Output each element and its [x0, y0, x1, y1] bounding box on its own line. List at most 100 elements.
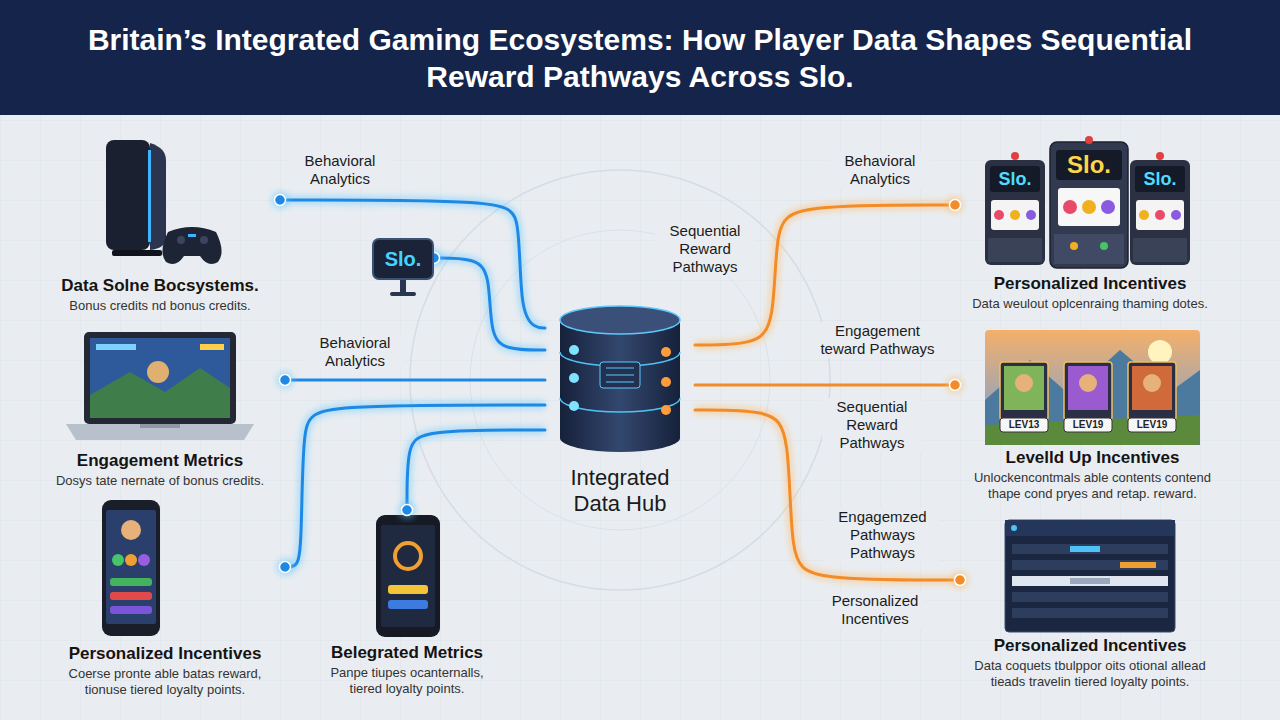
dashboard-icon [1005, 520, 1175, 632]
flow-label: Sequential Reward Pathways [822, 398, 922, 452]
connector-line [407, 430, 545, 510]
slot-machine-icon-part [1156, 152, 1164, 160]
wire-end-glow [271, 191, 289, 209]
dashboard-icon-part [1005, 520, 1175, 536]
laptop-icon-part [66, 424, 254, 440]
laptop-icon-part [147, 361, 169, 383]
dashboard-icon-part [1012, 608, 1168, 618]
slot-machine-icon-part [1082, 200, 1096, 214]
console-icon-part [188, 234, 196, 237]
node-title: Personalized Incentives [955, 273, 1225, 294]
laptop-icon-part [96, 344, 136, 350]
slot-machine-icon-part [1070, 242, 1078, 250]
chip-stand-part [400, 278, 406, 292]
slot-machine-icon-part [1133, 238, 1187, 262]
slot-machine-icon-part [1085, 136, 1093, 144]
wire-end-glow [276, 371, 294, 389]
connector-glow [285, 405, 545, 567]
connector [695, 376, 964, 394]
node-body: Panpe tiupes ocanternalls, tiered loyalt… [312, 665, 502, 697]
connector-line [285, 405, 545, 567]
wire-end-glow [398, 501, 416, 519]
game-screen-icon-part [1148, 340, 1172, 364]
connector-label: Behavioral Analytics [305, 334, 405, 370]
console-icon [106, 140, 222, 264]
slot-machine-icon-part [988, 238, 1042, 262]
node-body: Data coquets tbulppor oits otional allea… [960, 658, 1220, 690]
data-hub-cylinder-part [569, 401, 579, 411]
node-title: Engagement Metrics [35, 450, 285, 471]
phone-icon-part [388, 585, 428, 594]
phone-icon-part [125, 554, 137, 566]
laptop-icon-part [84, 332, 236, 424]
phone-icon [376, 515, 440, 637]
laptop-icon-part [140, 424, 180, 428]
console-icon-part [177, 236, 185, 244]
connector-label: Behavioral Analytics [830, 152, 930, 188]
game-screen-icon [985, 330, 1200, 445]
console-icon-part [106, 140, 150, 250]
game-screen-icon-part [1132, 366, 1172, 410]
phone-icon-part [381, 525, 435, 627]
node-title: Data Solne Bocsystems. [40, 275, 280, 296]
wire-end-dot [275, 195, 286, 206]
connector-glow [280, 200, 545, 328]
slo-chip: Slo. [372, 238, 434, 280]
slot-machine-icon [985, 136, 1190, 268]
wire-end-glow [276, 558, 294, 576]
phone-icon-part [395, 543, 421, 569]
phone-icon-part [106, 510, 156, 624]
game-screen-icon-part [1015, 374, 1033, 392]
phone-icon-part [121, 520, 141, 540]
game-screen-icon-part [1000, 418, 1048, 432]
phone-icon-part [138, 554, 150, 566]
slot-machine-icon-part [1026, 210, 1036, 220]
dashboard-icon-part [1070, 578, 1110, 584]
data-hub: Integrated Data Hub [545, 305, 695, 517]
dashboard-icon-part [1011, 525, 1017, 531]
game-screen-icon-part [985, 350, 1200, 445]
dashboard-icon-part [1070, 546, 1100, 552]
wire-end-dot [280, 375, 291, 386]
slot-machine-icon-part [1063, 200, 1077, 214]
game-screen-icon-part [1128, 418, 1176, 432]
slot-machine-icon-part [990, 166, 1040, 192]
chip-stand-part [390, 292, 416, 296]
console-icon-part [148, 150, 151, 242]
slot-machine-icon-part [1011, 152, 1019, 160]
device-node: Personalized IncentivesCoerse pronte abl… [45, 497, 285, 698]
phone-icon-part [110, 578, 152, 586]
data-hub-cylinder [560, 306, 680, 452]
dashboard-icon-part [1012, 544, 1168, 554]
phone-icon-part [110, 606, 152, 614]
data-hub-cylinder-part [606, 368, 634, 382]
wire-end-dot [280, 562, 291, 573]
game-screen-icon-part [1068, 366, 1108, 410]
slot-machine-icon-part [1050, 142, 1128, 268]
reward-node: Levelld Up IncentivesUnlockencontmals ab… [955, 325, 1230, 502]
phone-icon-part [110, 592, 152, 600]
connector [276, 371, 545, 389]
wire-end-dot [950, 200, 961, 211]
connector-glow [434, 258, 545, 350]
diagram-title: Britain’s Integrated Gaming Ecosystems: … [50, 21, 1230, 95]
device-node: Engagement MetricsDosys tate nernate of … [35, 325, 285, 489]
console-icon-part [150, 143, 166, 250]
slot-machine-icon-part [991, 200, 1039, 230]
data-hub-cylinder-part [661, 377, 671, 387]
laptop-icon-part [200, 344, 224, 350]
device-node: Data Solne Bocsystems. Bonus credits nd b… [40, 130, 280, 314]
node-body: Bonus credits nd bonus credits. [40, 298, 280, 314]
slot-machine-icon-part [1054, 234, 1124, 264]
game-screen-icon-part [1000, 362, 1048, 420]
slot-display-text: Slo. [1135, 167, 1185, 191]
console-icon-part [200, 236, 208, 244]
game-screen-icon-part [1079, 374, 1097, 392]
data-hub-cylinder-part [569, 345, 579, 355]
dashboard-icon-part [1120, 562, 1156, 568]
wire-end-dot [950, 380, 961, 391]
phone-icon [102, 500, 160, 636]
node-title: Slo. [376, 247, 430, 271]
